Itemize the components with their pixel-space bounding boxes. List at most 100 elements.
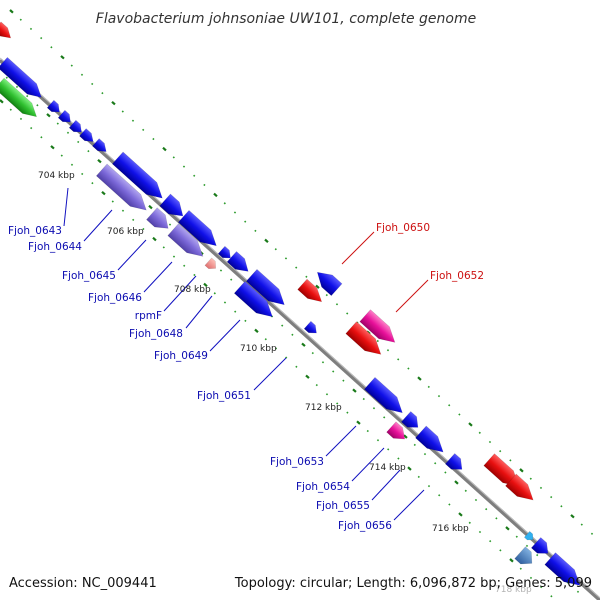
gene-features [0, 21, 585, 592]
tick-label-708: 708 kbp [174, 285, 211, 295]
tick-dot [427, 385, 430, 389]
gene-blue-b1[interactable] [46, 99, 63, 115]
connector-fjoh-0654 [351, 447, 385, 482]
gene-label-fjoh-0649[interactable]: Fjoh_0649 [154, 350, 208, 362]
tick-dot [478, 431, 481, 434]
gene-blue-b2[interactable] [57, 109, 74, 125]
tick-dot [499, 549, 502, 552]
gene-label-fjoh-0656[interactable]: Fjoh_0656 [338, 520, 392, 532]
tick-dot [305, 275, 308, 278]
tick-dot [295, 365, 298, 368]
tick-dot [254, 229, 257, 232]
tick-dot [295, 266, 298, 269]
tick-dot [376, 339, 379, 343]
gene-blue-0649b[interactable] [233, 280, 277, 322]
tick-dot [519, 468, 524, 473]
gene-label-fjoh-0643[interactable]: Fjoh_0643 [8, 225, 62, 237]
gene-green[interactable] [0, 77, 41, 122]
tick-label-710: 710 kbp [240, 344, 277, 354]
tick-dot [315, 284, 320, 289]
map-title: Flavobacterium johnsoniae UW101, complet… [96, 11, 476, 27]
connector-rpmf [163, 275, 197, 312]
tick-dot [152, 236, 157, 242]
gene-label-fjoh-0644[interactable]: Fjoh_0644 [28, 241, 82, 253]
tick-dot [325, 293, 328, 297]
tick-dot [36, 104, 39, 107]
gene-label-fjoh-0651[interactable]: Fjoh_0651 [197, 390, 251, 402]
tick-dot [281, 324, 284, 327]
gene-salmon-rpmf[interactable] [204, 257, 219, 272]
gene-blue-0643[interactable] [111, 151, 167, 204]
gene-label-fjoh-0655[interactable]: Fjoh_0655 [316, 500, 370, 512]
tick-dot [29, 27, 33, 31]
kbp-tick-labels: 704 kbp 706 kbp 708 kbp 710 kbp 712 kbp … [38, 171, 532, 595]
gene-blue-b3[interactable] [68, 119, 85, 135]
gene-purple-0646c[interactable] [167, 223, 208, 263]
gene-label-fjoh-0650[interactable]: Fjoh_0650 [376, 222, 430, 234]
gene-blue-b4[interactable] [79, 128, 96, 146]
gene-red-top[interactable] [0, 21, 14, 42]
tick-dot [529, 477, 532, 480]
gene-blue-0646b[interactable] [177, 209, 221, 251]
tick-dot [274, 248, 277, 251]
gene-steel[interactable] [514, 546, 538, 570]
gene-blue-0648b[interactable] [226, 251, 253, 276]
gene-label-rpmf[interactable]: rpmF [135, 310, 162, 322]
tick-dot [203, 183, 206, 187]
tick-dot [366, 429, 369, 433]
gene-blue-0648a[interactable] [217, 245, 234, 261]
gene-purple-0644[interactable] [95, 163, 151, 216]
tick-dot [454, 480, 459, 485]
tick-dot [576, 590, 580, 593]
gene-labels: Fjoh_0643 Fjoh_0644 Fjoh_0645 Fjoh_0646 … [8, 222, 484, 532]
tick-dot [223, 202, 226, 205]
tick-dot [315, 383, 318, 387]
gene-blue-end2[interactable] [544, 552, 585, 592]
gene-blue-0645[interactable] [159, 193, 189, 222]
tick-dot [9, 108, 12, 111]
gene-blue-0649[interactable] [245, 268, 289, 310]
tick-dot [474, 498, 478, 502]
gene-red-0652b[interactable] [345, 321, 386, 361]
tick-dot [284, 257, 288, 260]
gene-label-fjoh-0645[interactable]: Fjoh_0645 [62, 270, 116, 282]
tick-dot [387, 448, 390, 451]
gene-label-fjoh-0653[interactable]: Fjoh_0653 [270, 456, 324, 468]
tick-dot [489, 540, 492, 543]
gene-blue-b5[interactable] [92, 138, 109, 156]
gene-label-fjoh-0654[interactable]: Fjoh_0654 [296, 481, 350, 493]
tick-dot [172, 156, 175, 159]
gene-pink-0652[interactable] [359, 309, 400, 349]
gene-label-fjoh-0646[interactable]: Fjoh_0646 [88, 292, 142, 304]
gene-pink-0654[interactable] [386, 421, 410, 444]
gene-blue-0656b[interactable] [444, 453, 466, 474]
tick-dot [468, 521, 471, 524]
gene-blue-0650b[interactable] [312, 266, 343, 297]
gene-red-0650[interactable] [297, 278, 327, 307]
gene-label-fjoh-0648[interactable]: Fjoh_0648 [129, 328, 183, 340]
tick-dot [30, 126, 33, 130]
tick-dot [91, 82, 94, 86]
gene-blue-0655[interactable] [400, 411, 422, 432]
tick-dot [168, 223, 172, 226]
gene-blue-0651[interactable] [303, 320, 320, 336]
connector-fjoh-0648 [185, 295, 213, 329]
tick-dot [101, 92, 104, 95]
gene-label-fjoh-0652[interactable]: Fjoh_0652 [430, 270, 484, 282]
tick-dot [437, 394, 441, 398]
tick-dot [301, 342, 306, 347]
gene-red-right2[interactable] [505, 473, 538, 506]
tick-dot [264, 338, 267, 341]
gene-blue-0656[interactable] [415, 425, 448, 458]
gene-blue-end1[interactable] [530, 537, 552, 558]
gene-cyan-tip[interactable] [523, 530, 535, 542]
gene-purple-0646[interactable] [146, 207, 173, 235]
gene-blue-a[interactable] [0, 56, 46, 102]
connector-fjoh-0651 [253, 357, 287, 391]
tick-dot [264, 238, 269, 243]
tick-label-718: 718 kbp [495, 585, 532, 595]
tick-dot [233, 211, 237, 214]
gene-blue-0653[interactable] [363, 376, 407, 418]
tick-dot [50, 145, 55, 150]
